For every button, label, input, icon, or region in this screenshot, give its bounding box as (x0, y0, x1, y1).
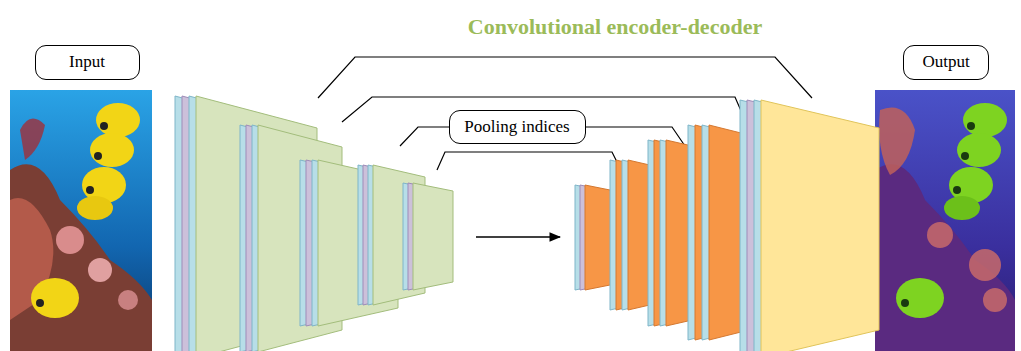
flow-arrow (476, 236, 560, 237)
output-photo (875, 90, 1015, 351)
feature-maps (175, 96, 879, 351)
label-box: Input (35, 45, 140, 80)
box-label: Output (922, 52, 969, 72)
label-box: Pooling indices (449, 110, 586, 144)
feature-map-slab (761, 100, 879, 351)
diagram-title: Convolutional encoder-decoder (468, 14, 762, 40)
input-photo (10, 90, 152, 351)
label-box: Output (903, 45, 989, 80)
box-label: Input (69, 52, 105, 72)
feature-map-slab (413, 183, 453, 290)
box-label: Pooling indices (464, 117, 569, 137)
